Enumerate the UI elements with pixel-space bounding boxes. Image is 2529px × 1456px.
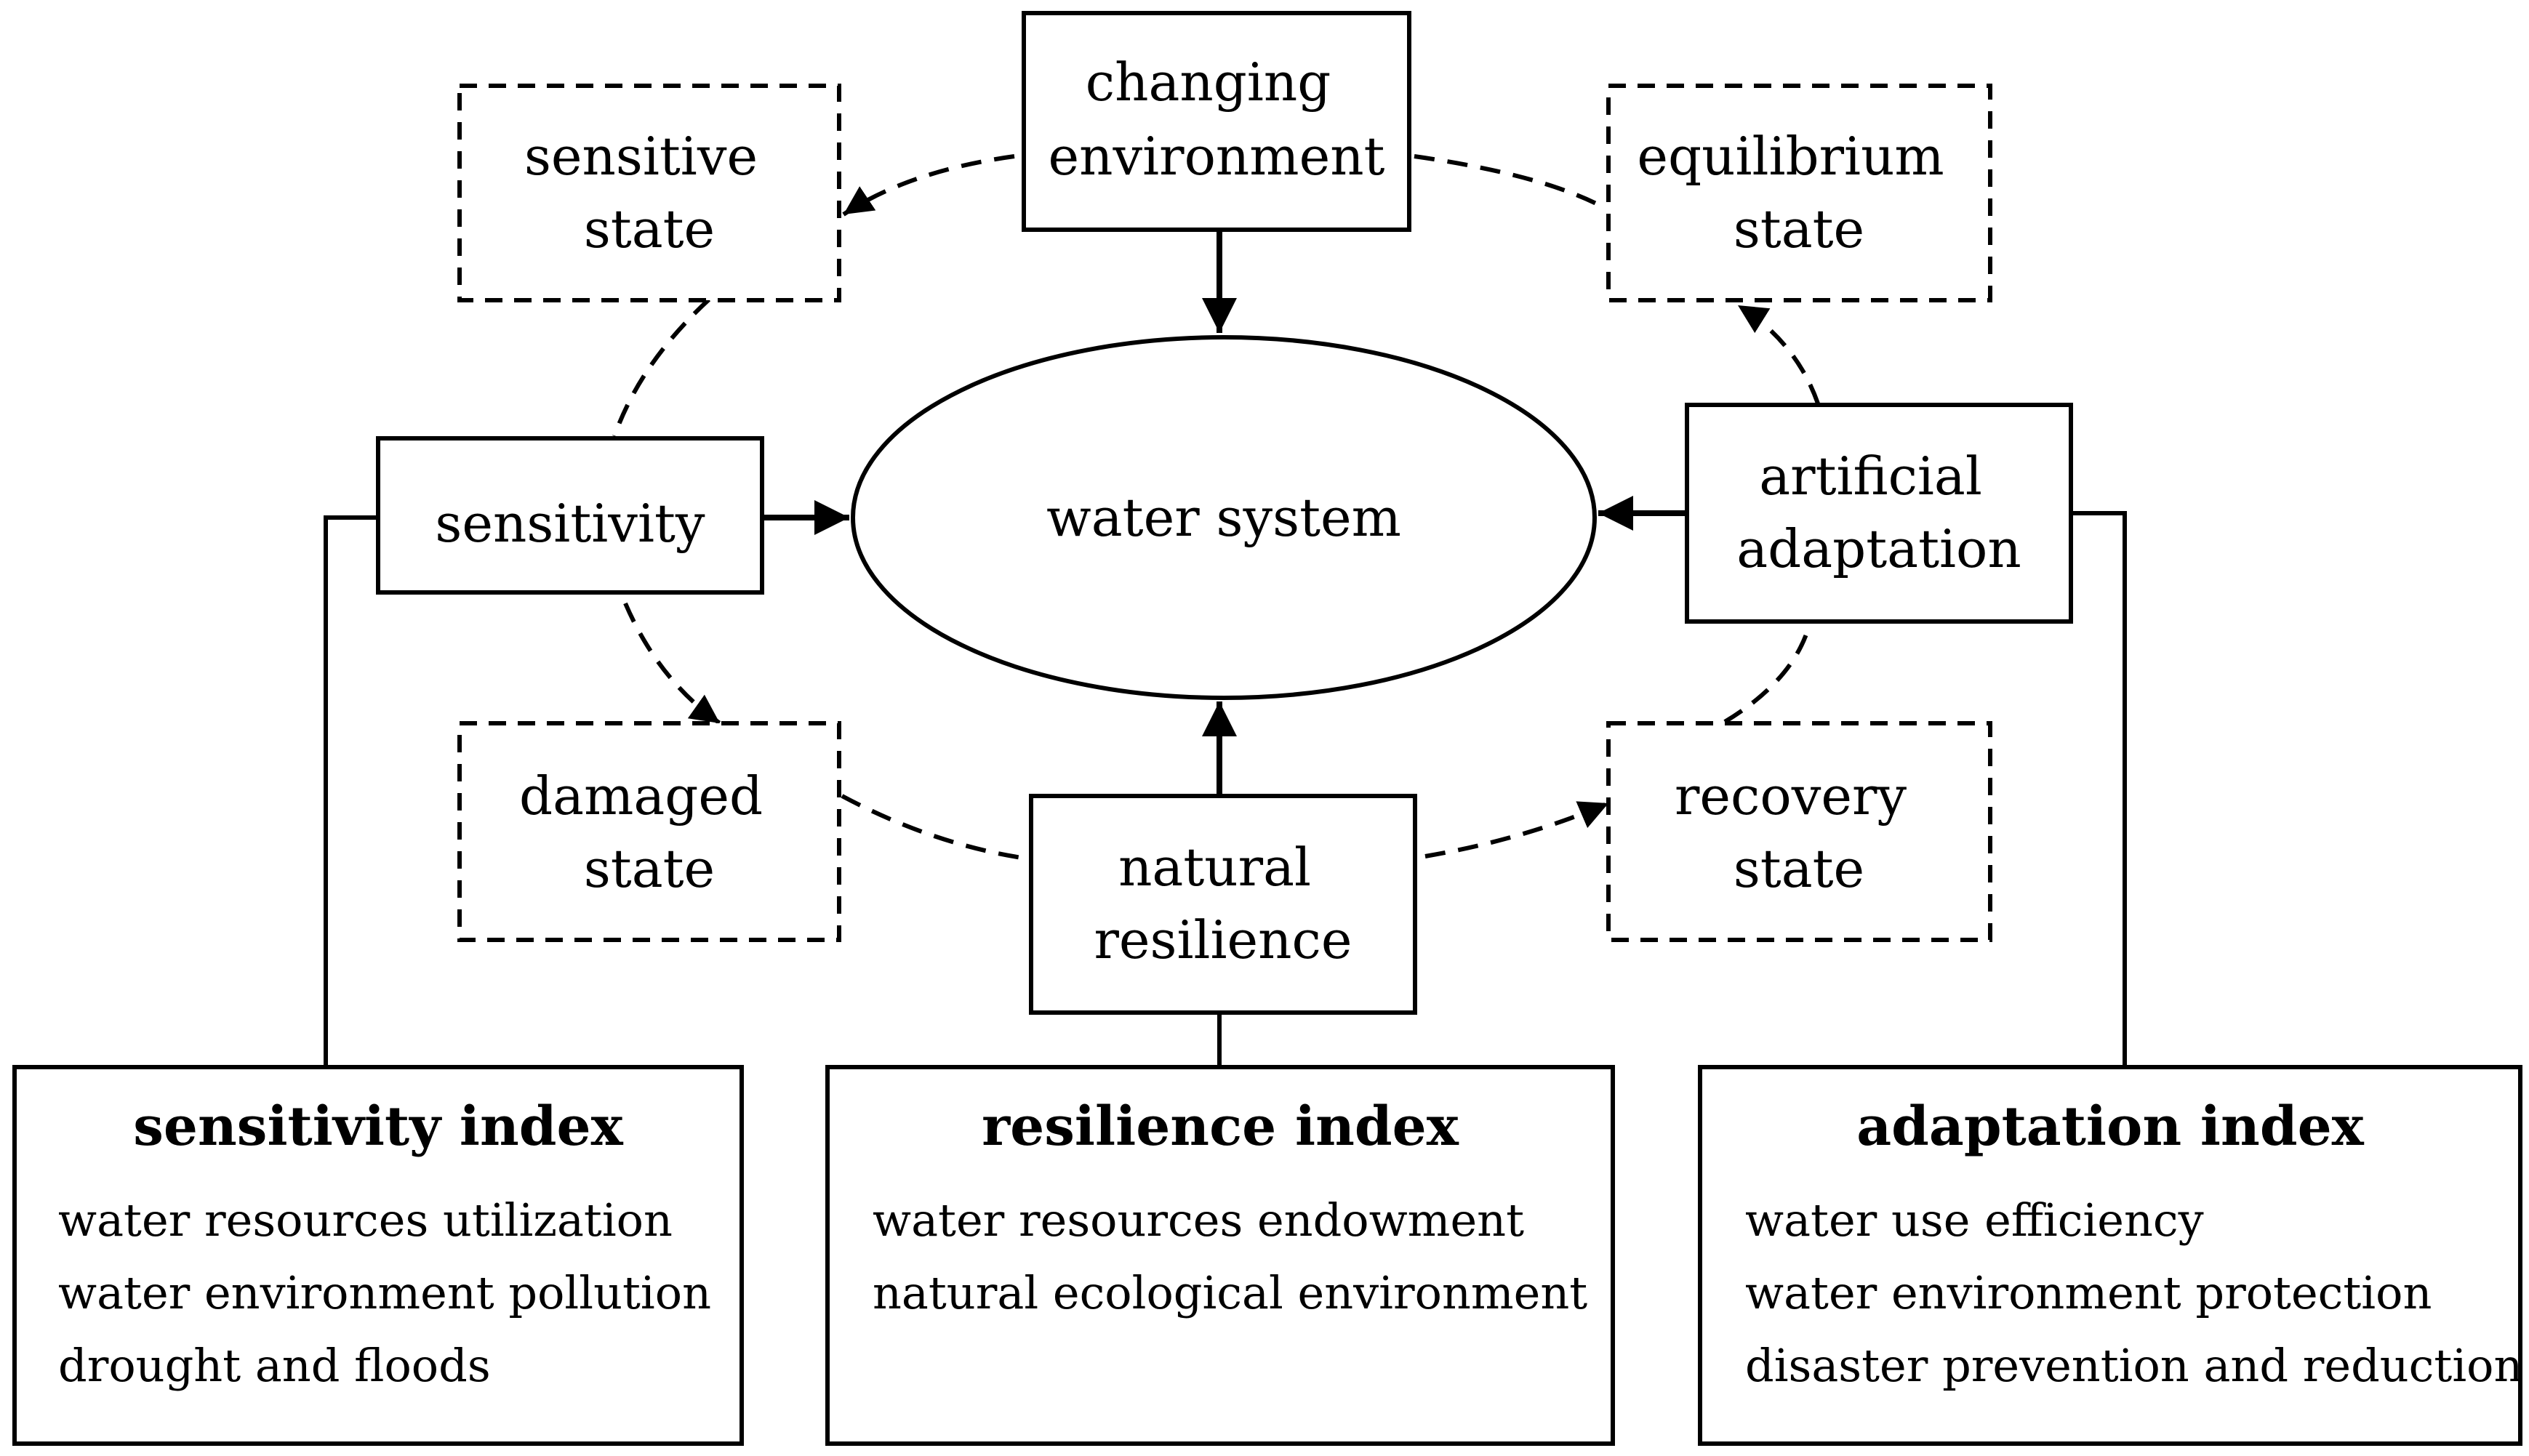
arrow-resilience-to-recovery-state — [1424, 801, 1610, 858]
damaged-state-line-2: state — [584, 838, 715, 899]
sensitive-state-box — [457, 84, 841, 302]
resilience-index-item: water resources endowment — [873, 1194, 1524, 1247]
curve-sensitive-state-to-sensitivity — [612, 297, 711, 437]
natural-resilience-box — [1029, 794, 1417, 1015]
svg-text:artificial adaptation: artificial adaptation — [1736, 446, 2021, 579]
water-system-ellipse — [851, 335, 1597, 700]
artificial-adaptation-node: artificial adaptation — [1685, 403, 2073, 624]
recovery-state-box — [1606, 721, 1992, 942]
adaptation-index-item: water use efficiency — [1745, 1194, 2204, 1247]
artificial-adaptation-line-2: adaptation — [1736, 518, 2021, 579]
sensitivity-node: sensitivity — [376, 436, 764, 595]
sensitivity-index-item: drought and floods — [58, 1339, 491, 1392]
artificial-adaptation-box — [1685, 403, 2073, 624]
equilibrium-state-line-2: state — [1734, 198, 1864, 260]
svg-text:sensitive state: sensitive state — [524, 126, 774, 260]
sensitivity-index-title: sensitivity index — [133, 1095, 623, 1158]
svg-text:recovery state: recovery state — [1675, 765, 1923, 899]
svg-text:natural resilience: natural resilience — [1094, 837, 1352, 970]
damaged-state-box — [457, 721, 841, 942]
connector-sensitivity-to-index — [324, 515, 378, 1067]
water-system-node: water system — [851, 335, 1597, 700]
sensitivity-label: sensitivity — [435, 493, 705, 554]
resilience-index-box — [825, 1065, 1615, 1446]
curve-environment-to-equilibrium-state — [1414, 154, 1605, 209]
equilibrium-state-node: equilibrium state — [1606, 84, 1992, 302]
svg-text:changing environment: changing environment — [1048, 52, 1384, 187]
adaptation-index-title: adaptation index — [1856, 1095, 2364, 1158]
sensitivity-index-item: water environment pollution — [58, 1266, 711, 1319]
changing-environment-node: changing environment — [1022, 11, 1411, 232]
equilibrium-state-box — [1606, 84, 1992, 302]
adaptation-index-panel: adaptation index water use efficiency wa… — [1698, 1065, 2522, 1446]
arrow-environment-to-sensitive-state — [842, 154, 1015, 217]
changing-environment-box — [1022, 11, 1411, 232]
sensitive-state-line-2: state — [584, 198, 715, 260]
sensitivity-index-box — [12, 1065, 744, 1446]
changing-environment-line-1: changing — [1086, 52, 1331, 113]
damaged-state-line-1: damaged — [519, 765, 763, 826]
natural-resilience-node: natural resilience — [1029, 794, 1417, 1015]
water-system-label: water system — [1046, 487, 1401, 548]
curve-recovery-state-to-adaptation — [1723, 631, 1809, 724]
adaptation-index-box — [1698, 1065, 2522, 1446]
recovery-state-line-2: state — [1734, 838, 1864, 899]
resilience-index-title: resilience index — [982, 1095, 1459, 1158]
solid-arrows — [762, 231, 1687, 794]
sensitivity-index-panel: sensitivity index water resources utiliz… — [12, 1065, 744, 1446]
svg-text:damaged state: damaged state — [519, 765, 779, 899]
equilibrium-state-line-1: equilibrium — [1637, 126, 1944, 187]
resilience-index-item: natural ecological environment — [873, 1266, 1587, 1319]
arrow-sensitivity-to-damaged-state — [623, 602, 721, 725]
natural-resilience-line-2: resilience — [1094, 909, 1352, 970]
resilience-index-panel: resilience index water resources endowme… — [825, 1065, 1615, 1446]
sensitivity-index-item: water resources utilization — [58, 1194, 673, 1247]
arrow-adaptation-to-equilibrium-state — [1736, 303, 1820, 404]
recovery-state-line-1: recovery — [1675, 765, 1907, 826]
svg-text:equilibrium state: equilibrium state — [1637, 126, 1960, 260]
adaptation-index-item: disaster prevention and reduction — [1745, 1339, 2522, 1392]
index-connectors — [324, 511, 2127, 1067]
connector-adaptation-to-index — [2071, 511, 2127, 1067]
sensitive-state-node: sensitive state — [457, 84, 841, 302]
damaged-state-node: damaged state — [457, 721, 841, 942]
sensitive-state-line-1: sensitive — [524, 126, 758, 187]
dashed-transition-arrows — [612, 154, 1820, 860]
curve-damaged-state-to-resilience — [841, 794, 1022, 860]
artificial-adaptation-line-1: artificial — [1759, 446, 1982, 507]
changing-environment-line-2: environment — [1048, 126, 1384, 187]
recovery-state-node: recovery state — [1606, 721, 1992, 942]
sensitivity-box — [376, 436, 764, 595]
adaptation-index-item: water environment protection — [1745, 1266, 2432, 1319]
natural-resilience-line-1: natural — [1118, 837, 1311, 898]
